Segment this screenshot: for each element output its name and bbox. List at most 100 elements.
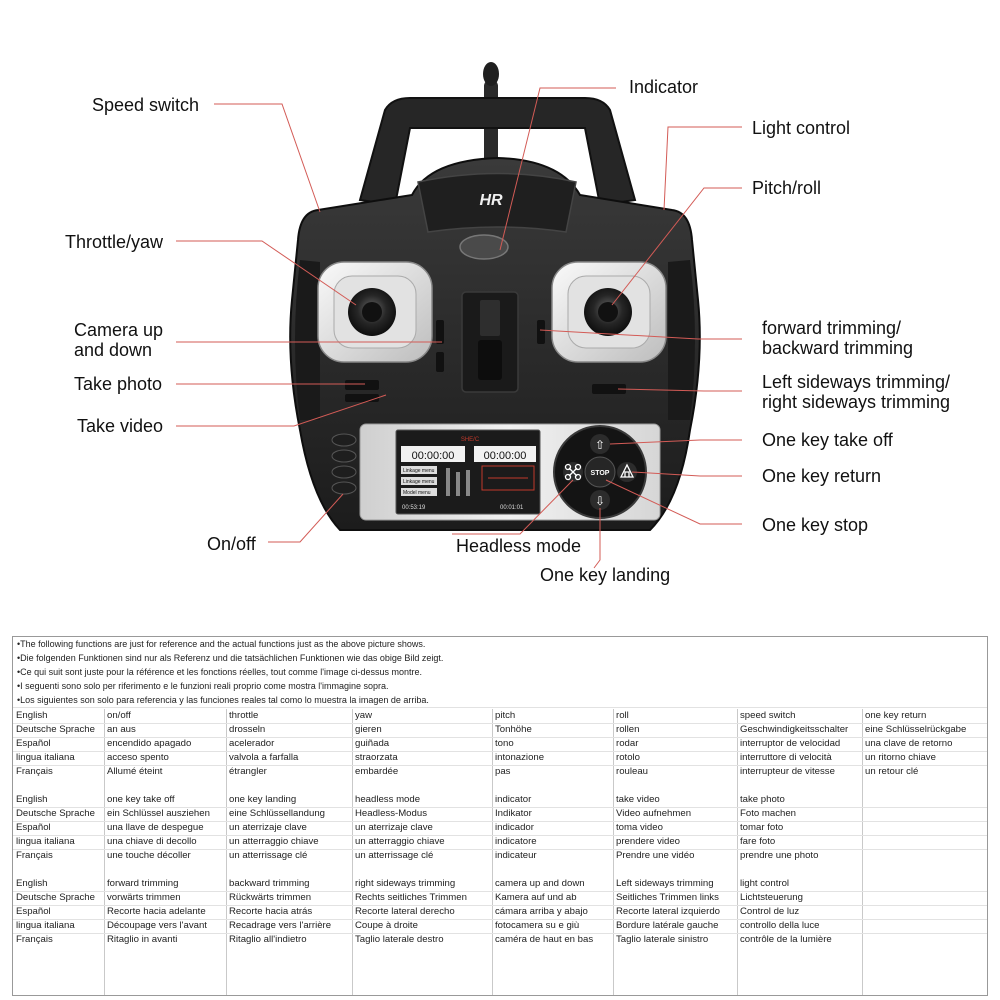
table-cell: Prendre une vidéo: [616, 850, 695, 861]
timer-left: 00:00:00: [412, 450, 455, 462]
table-cell: un atterraggio chiave: [355, 836, 445, 847]
left-gimbal: [317, 261, 433, 363]
right-vertical-trim[interactable]: [537, 320, 545, 344]
table-language-cell: Español: [16, 822, 51, 833]
table-cell: take photo: [740, 794, 785, 805]
note-line: •I seguenti sono solo per riferimento e …: [17, 681, 389, 691]
table-cell: rodar: [616, 738, 639, 749]
brand-logo: HR: [479, 192, 503, 209]
label-forward-trimming-line2: backward trimming: [762, 338, 914, 358]
svg-text:00:53:19: 00:53:19: [402, 505, 426, 511]
table-cell: un aterrizaje clave: [229, 822, 307, 833]
label-headless-mode: Headless mode: [456, 536, 582, 556]
table-cell: one key landing: [229, 794, 297, 805]
table-cell: on/off: [107, 710, 131, 721]
note-line: •The following functions are just for re…: [17, 639, 426, 649]
table-cell: Foto machen: [740, 808, 796, 819]
table-cell: throttle: [229, 710, 259, 721]
table-cell: interruttore di velocità: [740, 752, 832, 763]
table-cell: pitch: [495, 710, 516, 721]
table-cell: Recorte lateral derecho: [355, 906, 455, 917]
table-cell: pas: [495, 766, 511, 777]
table-cell: un atterrissage clé: [355, 850, 434, 861]
table-language-cell: lingua italiana: [16, 836, 75, 847]
table-cell: drosseln: [229, 724, 266, 735]
table-cell: interrupteur de vitesse: [740, 766, 835, 777]
table-cell: caméra de haut en bas: [495, 934, 594, 945]
table-cell: rotolo: [616, 752, 640, 763]
table-cell: ein Schlüssel ausziehen: [107, 808, 210, 819]
table-cell: take video: [616, 794, 660, 805]
label-one-key-stop: One key stop: [762, 515, 869, 535]
column-divider: [352, 709, 353, 995]
camera-switch[interactable]: [436, 352, 444, 372]
table-cell: forward trimming: [107, 878, 179, 889]
table-cell: embardée: [355, 766, 399, 777]
table-cell: camera up and down: [495, 878, 585, 889]
table-cell: rouleau: [616, 766, 649, 777]
label-speed-switch: Speed switch: [92, 95, 200, 115]
label-one-key-take-off: One key take off: [762, 430, 893, 450]
table-cell: acelerador: [229, 738, 275, 749]
label-take-photo: Take photo: [74, 374, 163, 394]
table-cell: tomar foto: [740, 822, 784, 833]
svg-text:Linkage menu: Linkage menu: [403, 479, 435, 485]
lcd-screen: SHE/C 00:00:00 00:00:00 Linkage menu Lin…: [395, 429, 541, 515]
table-cell: un retour clé: [865, 766, 919, 777]
column-divider: [737, 709, 738, 995]
table-cell: Headless-Modus: [355, 808, 427, 819]
table-cell: Tonhöhe: [495, 724, 532, 735]
label-forward-trimming-line1: forward trimming/: [762, 318, 902, 338]
svg-text:Model menu: Model menu: [403, 490, 431, 496]
table-cell: Control de luz: [740, 906, 800, 917]
table-language-cell: Español: [16, 906, 51, 917]
landing-button[interactable]: [590, 490, 610, 510]
left-horizontal-trim-photo[interactable]: [345, 380, 379, 390]
table-cell: Indikator: [495, 808, 532, 819]
table-language-cell: Français: [16, 766, 53, 777]
return-button[interactable]: [617, 462, 637, 482]
table-cell: contrôle de la lumière: [740, 934, 832, 945]
table-language-cell: Deutsche Sprache: [16, 724, 95, 735]
take-off-button[interactable]: [590, 434, 610, 454]
table-language-cell: Deutsche Sprache: [16, 808, 95, 819]
leader-lines: [176, 87, 742, 569]
label-camera-up-down-line1: Camera up: [74, 320, 164, 340]
table-cell: fare foto: [740, 836, 776, 847]
home-icon: [619, 463, 635, 478]
table-language-cell: Español: [16, 738, 51, 749]
table-cell: acceso spento: [107, 752, 169, 763]
table-language-cell: English: [16, 794, 48, 805]
side-buttons[interactable]: [331, 433, 357, 495]
table-cell: Video aufnehmen: [616, 808, 692, 819]
function-pad: ⇧ STOP ⇩: [553, 425, 647, 519]
table-cell: Lichtsteuerung: [740, 892, 803, 903]
table-cell: indicateur: [495, 850, 537, 861]
left-vertical-trim[interactable]: [436, 320, 444, 344]
note-line: •Die folgenden Funktionen sind nur als R…: [17, 653, 444, 663]
column-divider: [862, 709, 863, 995]
left-horizontal-trim-video[interactable]: [345, 394, 379, 402]
stop-button[interactable]: [584, 456, 616, 488]
table-language-cell: Français: [16, 850, 53, 861]
controller-illustration: HR SHE/C 00:00:00: [176, 62, 742, 569]
table-cell: right sideways trimming: [355, 878, 456, 889]
headless-mode-button[interactable]: [563, 462, 583, 482]
table-cell: un aterrizaje clave: [355, 822, 433, 833]
table-cell: valvola a farfalla: [229, 752, 299, 763]
label-one-key-landing: One key landing: [540, 565, 671, 585]
right-horizontal-trim[interactable]: [592, 384, 626, 394]
column-divider: [226, 709, 227, 995]
table-cell: encendido apagado: [107, 738, 192, 749]
table-cell: speed switch: [740, 710, 796, 721]
table-cell: gieren: [355, 724, 382, 735]
table-cell: backward trimming: [229, 878, 310, 889]
note-line: •Los siguientes son solo para referencia…: [17, 695, 429, 705]
table-cell: headless mode: [355, 794, 421, 805]
table-cell: light control: [740, 878, 790, 889]
column-divider: [104, 709, 105, 995]
label-one-key-return: One key return: [762, 466, 882, 486]
table-cell: Recorte lateral izquierdo: [616, 906, 720, 917]
table-cell: fotocamera su e giù: [495, 920, 580, 931]
svg-text:SHE/C: SHE/C: [461, 437, 480, 443]
